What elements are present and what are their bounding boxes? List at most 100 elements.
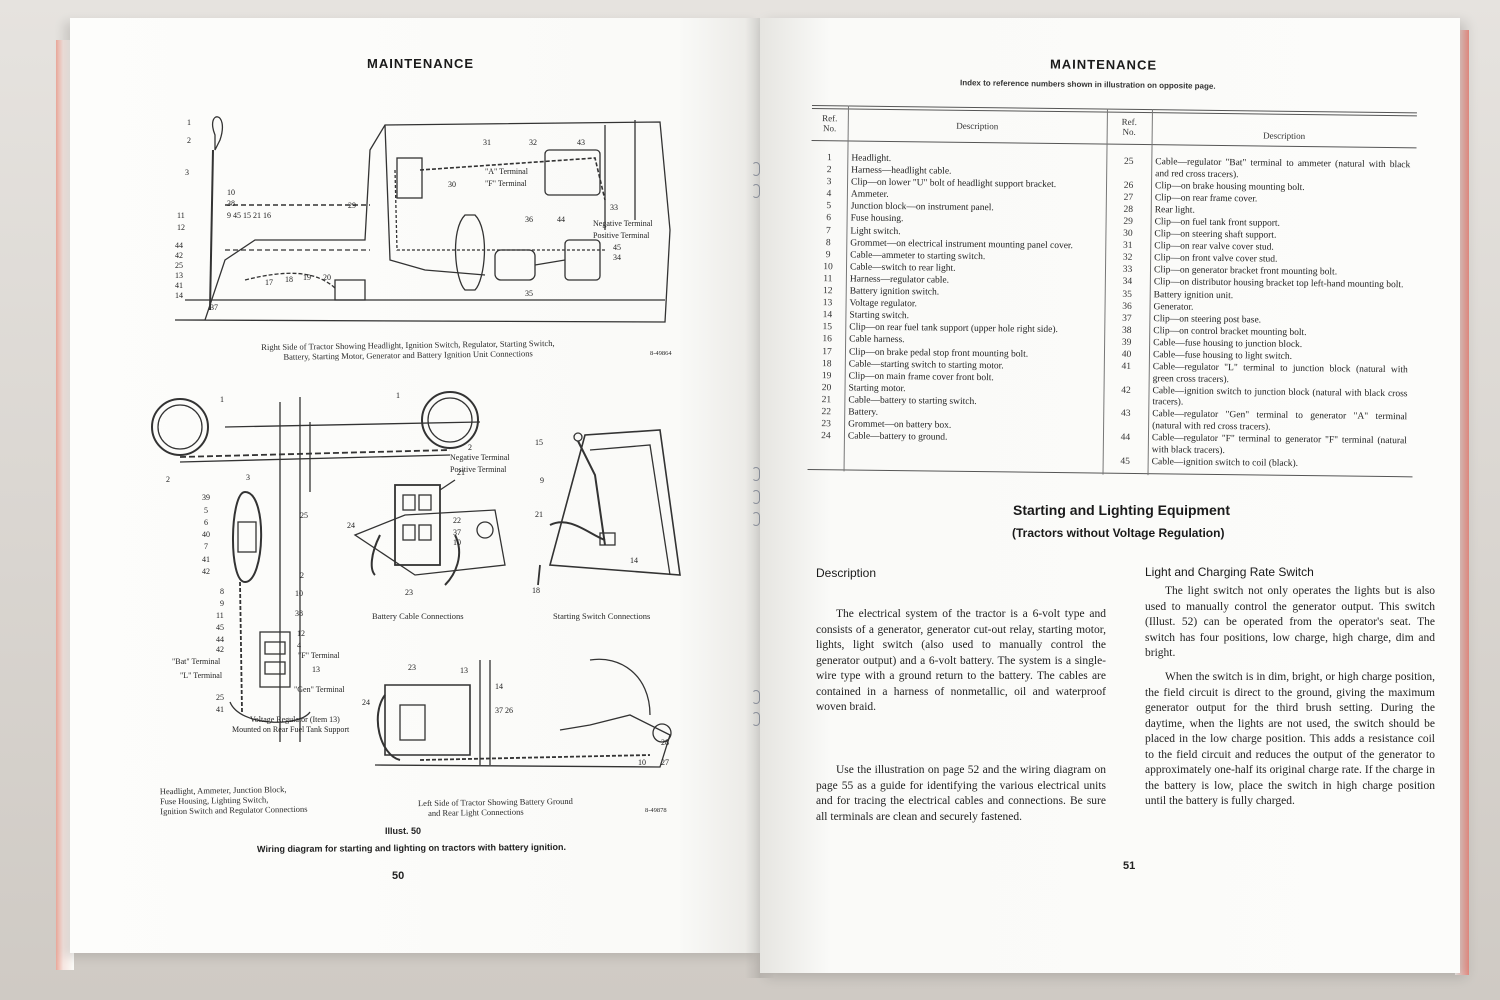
svg-text:14: 14	[495, 682, 503, 691]
ref-number: 3	[826, 177, 832, 188]
svg-text:10: 10	[227, 188, 235, 197]
svg-text:32: 32	[529, 138, 537, 147]
svg-text:18: 18	[285, 275, 293, 284]
svg-text:42: 42	[202, 567, 210, 576]
f-terminal-label: "F" Terminal	[298, 651, 340, 660]
svg-text:Negative Terminal: Negative Terminal	[593, 219, 653, 228]
illust-label: Illust. 50	[385, 826, 422, 836]
svg-text:2: 2	[300, 571, 304, 580]
svg-text:10: 10	[295, 589, 303, 598]
left-page-number: 50	[392, 870, 405, 882]
svg-text:43: 43	[577, 138, 585, 147]
fig5-code: 8-49878	[645, 807, 667, 814]
svg-text:20: 20	[323, 273, 331, 282]
svg-text:12: 12	[297, 629, 305, 638]
ref-number: 4	[826, 189, 832, 200]
starting-switch-diagram: 15 9 21 14 18	[532, 429, 681, 595]
svg-text:15: 15	[535, 438, 543, 447]
svg-text:28: 28	[661, 738, 669, 747]
bat-terminal-label: "Bat" Terminal	[172, 657, 221, 666]
battery-terminal-labels: Negative Terminal Positive Terminal	[450, 453, 510, 474]
section-title: Starting and Lighting Equipment	[1013, 502, 1230, 518]
negative-terminal-label: Negative Terminal	[450, 453, 510, 462]
svg-text:39: 39	[202, 493, 210, 502]
ref-number: 31	[1122, 240, 1133, 252]
svg-text:"A" Terminal: "A" Terminal	[485, 167, 529, 176]
svg-text:"F" Terminal: "F" Terminal	[485, 179, 527, 188]
svg-text:2: 2	[166, 475, 170, 484]
right-column-rows: 25 Cable—regulator "Bat" terminal to amme…	[1103, 157, 1417, 473]
ref-number: 15	[822, 322, 833, 333]
svg-text:13: 13	[175, 271, 183, 280]
ref-number: 23	[821, 419, 831, 430]
ref-number: 35	[1122, 289, 1133, 300]
svg-text:31: 31	[483, 138, 491, 147]
ref-number: 25	[1124, 156, 1134, 167]
svg-text:19: 19	[303, 273, 311, 282]
svg-text:11: 11	[216, 611, 224, 620]
svg-text:38: 38	[227, 199, 235, 208]
svg-text:18: 18	[532, 586, 540, 595]
fig4-caption: Starting Switch Connections	[553, 611, 651, 621]
ref-description: Cable—regulator "Bat" terminal to ammete…	[1155, 157, 1411, 180]
ref-number: 2	[826, 165, 832, 176]
svg-text:33: 33	[610, 203, 618, 212]
switch-heading: Light and Charging Rate Switch	[1145, 565, 1314, 579]
right-page-number: 51	[1123, 860, 1136, 872]
ref-number: 45	[1120, 456, 1130, 467]
svg-text:29: 29	[348, 201, 356, 210]
ref-number: 38	[1121, 325, 1132, 336]
ref-number: 17	[822, 346, 832, 357]
binding-hole	[752, 512, 760, 526]
front-wiring-diagram: 1 2 3 39 5 6 40 7 41 42 8 9 11 45 44 42 …	[151, 391, 481, 742]
ref-number: 33	[1122, 265, 1133, 276]
svg-text:42: 42	[175, 251, 183, 260]
ref-number: 19	[821, 370, 832, 381]
switch-paragraph: The light switch not only operates the l…	[1145, 585, 1435, 659]
binding-hole	[752, 467, 760, 481]
header-ref-no: Ref. No.	[822, 113, 838, 134]
svg-text:9: 9	[220, 599, 224, 608]
svg-text:30: 30	[448, 180, 456, 189]
svg-text:41: 41	[216, 705, 224, 714]
table-row: 25 Cable—regulator "Bat" terminal to amme…	[1106, 157, 1416, 184]
svg-text:24: 24	[347, 521, 355, 530]
svg-text:21: 21	[535, 510, 543, 519]
svg-text:23: 23	[405, 588, 413, 597]
battery-cable-diagram: 24 21 22 37 10 23	[347, 468, 506, 597]
switch-paragraph: When the switch is in dim, bright, or hi…	[1145, 671, 1435, 807]
svg-text:Positive Terminal: Positive Terminal	[593, 231, 650, 240]
svg-text:25: 25	[300, 511, 308, 520]
svg-text:25: 25	[216, 693, 224, 702]
header-description: Description	[956, 120, 999, 132]
ref-number: 39	[1121, 337, 1132, 348]
right-page	[760, 18, 1460, 973]
svg-text:8: 8	[220, 587, 224, 596]
svg-text:7: 7	[204, 542, 208, 551]
left-page-edge	[56, 40, 74, 970]
svg-text:37: 37	[210, 303, 218, 312]
positive-terminal-label: Positive Terminal	[450, 465, 507, 474]
ref-number: 9	[825, 249, 831, 260]
svg-text:37: 37	[453, 528, 461, 537]
svg-text:45: 45	[613, 243, 621, 252]
ref-description: Cable—regulator "F" terminal to generato…	[1151, 433, 1407, 456]
svg-text:44: 44	[175, 241, 183, 250]
ref-number: 11	[823, 274, 833, 285]
svg-text:37 26: 37 26	[495, 706, 513, 715]
ref-number: 37	[1122, 313, 1132, 324]
ref-number: 21	[821, 395, 832, 406]
svg-text:10: 10	[638, 758, 646, 767]
description-paragraph: The electrical system of the tractor is …	[816, 608, 1106, 713]
svg-text:38: 38	[295, 609, 303, 618]
svg-text:2: 2	[187, 136, 191, 145]
svg-text:13: 13	[460, 666, 468, 675]
ref-number: 27	[1123, 192, 1134, 203]
ref-number: 29	[1123, 216, 1133, 227]
svg-text:34: 34	[613, 253, 621, 262]
ref-number: 43	[1120, 409, 1131, 420]
